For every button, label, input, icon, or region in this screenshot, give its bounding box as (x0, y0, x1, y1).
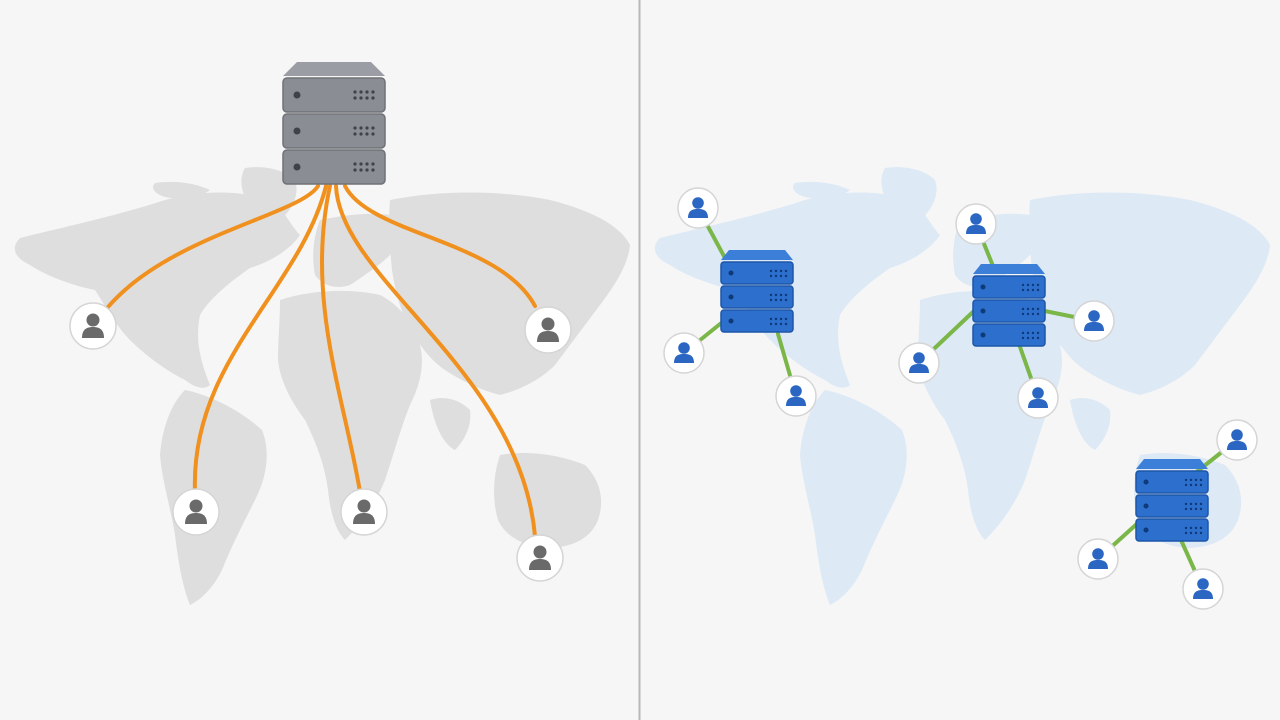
user-icon (69, 302, 117, 350)
user-icon (172, 488, 220, 536)
user-icon (1073, 300, 1115, 342)
user-icon (1216, 419, 1258, 461)
user-icon (1182, 568, 1224, 610)
user-icon (955, 203, 997, 245)
origin-link-sa (192, 184, 328, 494)
origin-server-icon (282, 61, 386, 185)
user-icon (1077, 538, 1119, 580)
edge-server-icon (720, 249, 794, 333)
user-icon (524, 306, 572, 354)
origin-link-na (106, 184, 320, 309)
user-icon (775, 375, 817, 417)
origin-link-af (319, 184, 362, 494)
right-panel-distributed (654, 167, 1270, 610)
user-icon (663, 332, 705, 374)
edge-server-icon (1135, 458, 1209, 542)
user-icon (1017, 377, 1059, 419)
user-icon (898, 342, 940, 384)
user-icon (516, 534, 564, 582)
origin-link-as (343, 184, 537, 308)
origin-link-au (334, 184, 537, 538)
left-panel-centralized (14, 61, 630, 605)
edge-server-icon (972, 263, 1046, 347)
user-icon (677, 187, 719, 229)
origin-links (106, 184, 537, 538)
user-icon (340, 488, 388, 536)
